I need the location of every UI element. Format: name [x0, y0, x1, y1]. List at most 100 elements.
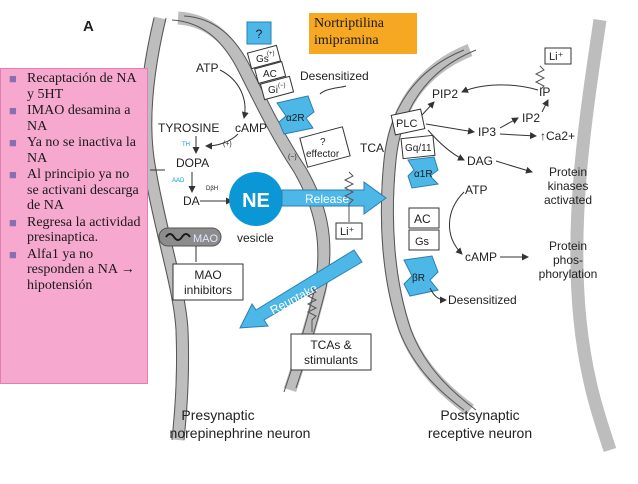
plc-to-dag-arrow [427, 129, 465, 161]
pkc-label-2: kinases [548, 179, 589, 193]
ip-label: IP [539, 85, 550, 99]
question-box [246, 21, 272, 45]
aad-label: AAD [172, 178, 185, 184]
atp-pre-label: ATP [196, 61, 218, 75]
alpha2-receptor [276, 95, 315, 135]
mao-squiggle [165, 233, 191, 241]
notes-list: ■Recaptación de NA y 5HT ■IMAO desamina … [7, 71, 143, 293]
camp-post-label: cAMP [465, 250, 497, 264]
ip3-to-ip2-arrow [499, 117, 519, 129]
gs-post-label: Gs [415, 236, 430, 248]
beta-to-desens-arrow [429, 287, 447, 304]
presynaptic-label-1: Presynaptic [181, 407, 254, 423]
li-post-box [544, 47, 572, 65]
prot-label-3: phorylation [539, 267, 598, 281]
release-label: Release [305, 192, 349, 206]
notes-panel: ■Recaptación de NA y 5HT ■IMAO desamina … [0, 68, 148, 384]
ip3-label: IP3 [478, 125, 496, 139]
effector-q: ? [320, 137, 326, 148]
ca-label: ↑Ca2+ [540, 129, 575, 143]
plc-to-ip3-arrow [425, 123, 475, 135]
atp-post-label: ATP [465, 183, 487, 197]
pip2-label: PIP2 [432, 87, 458, 101]
pkc-label-1: Protein [549, 165, 587, 179]
alpha1-receptor [407, 156, 440, 189]
list-item: ■Recaptación de NA y 5HT [9, 71, 136, 102]
ip-to-pip2-arrow [461, 84, 539, 93]
right-outer-membrane [570, 19, 617, 453]
li-pre-spring [343, 171, 355, 222]
tcas-label-1: TCAs & [310, 338, 351, 352]
drug-note: Nortriptilina imipramina [309, 13, 417, 54]
ip3-to-ca-arrow [499, 132, 537, 140]
gs-sup: (+) [267, 51, 275, 57]
alpha2r-label: α2R [286, 113, 305, 124]
camp-pre-label: cAMP [235, 121, 267, 135]
dopa-label: DOPA [176, 156, 209, 170]
da-label: DA [183, 194, 200, 208]
desensitized-bottom-label: Desensitized [448, 293, 517, 307]
plus-label: (+) [223, 141, 232, 148]
th-label: TH [182, 142, 190, 148]
beta-receptor [403, 255, 439, 297]
question-label: ? [256, 27, 263, 41]
ac-pre-box [254, 61, 287, 84]
camp-to-th-arrow [205, 133, 239, 150]
prot-label-2: phos- [553, 253, 583, 267]
release-arrow [281, 181, 387, 215]
atp-to-camp-post-arrow [449, 191, 465, 255]
tca-left-label: TCA [360, 141, 384, 155]
ne-label: NE [242, 190, 270, 212]
dbh-label: DβH [206, 186, 218, 192]
ip2-to-ip-arrow [541, 99, 549, 113]
minus-effector: (−) [288, 154, 297, 161]
postsynaptic-label-2: receptive neuron [428, 425, 532, 441]
tcas-box [290, 333, 372, 371]
ac-pre-label: AC [263, 69, 277, 80]
ac-post-box [408, 207, 440, 229]
gi-label: Gi [268, 85, 278, 96]
bullet-icon: ■ [9, 167, 17, 182]
drug-note-line2: imipramina [314, 33, 379, 48]
desensitized-top-label: Desensitized [300, 69, 369, 83]
gq11-box [400, 134, 436, 160]
beta-r-label: βR [412, 273, 425, 284]
li-post-spring [534, 65, 546, 91]
presynaptic-terminal-membrane [177, 11, 331, 393]
ac-post-label: AC [414, 212, 431, 226]
effector-label: effector [306, 149, 340, 160]
gi-sup: (−) [278, 83, 286, 89]
li-pre-box [335, 222, 363, 240]
dag-to-pkc-arrow [495, 160, 533, 174]
bullet-icon: ■ [9, 246, 17, 262]
vesicle-label: vesicle [237, 231, 274, 245]
li-pre-label: Li⁺ [340, 226, 355, 238]
mao-label: MAO [193, 233, 219, 245]
ne-vesicle [229, 172, 283, 226]
effector-box [299, 126, 351, 168]
pkc-label-3: activated [544, 193, 592, 207]
mao-inhibitors-label-1: MAO [194, 268, 221, 282]
prot-label-1: Protein [549, 239, 587, 253]
drug-note-line1: Nortriptilina [314, 16, 384, 31]
list-item: ■Ya no se inactiva la NA [9, 135, 136, 166]
alpha1r-label: α1R [414, 169, 433, 180]
li-post-label: Li⁺ [549, 51, 564, 63]
reuptake-arrow [239, 249, 363, 329]
postsynaptic-membrane [380, 43, 474, 416]
panel-letter: A [83, 18, 94, 35]
list-item: ■Al principio ya no se activani descarga… [9, 167, 139, 213]
mao-inhibitors-label-2: inhibitors [184, 283, 232, 297]
mao-inhibitors-box [172, 263, 244, 301]
dag-label: DAG [467, 154, 493, 168]
gi-box [259, 75, 295, 101]
list-item: ■Regresa la actividad presinaptica. [9, 214, 141, 246]
postsynaptic-label-1: Postsynaptic [440, 407, 519, 423]
tyrosine-label: TYROSINE [158, 121, 219, 135]
bullet-icon: ■ [9, 135, 17, 150]
ip2-label: IP2 [522, 111, 540, 125]
desensitized-top-arrow [319, 85, 347, 95]
atp-to-camp-arrow [219, 69, 249, 119]
bullet-icon: ■ [9, 214, 17, 230]
